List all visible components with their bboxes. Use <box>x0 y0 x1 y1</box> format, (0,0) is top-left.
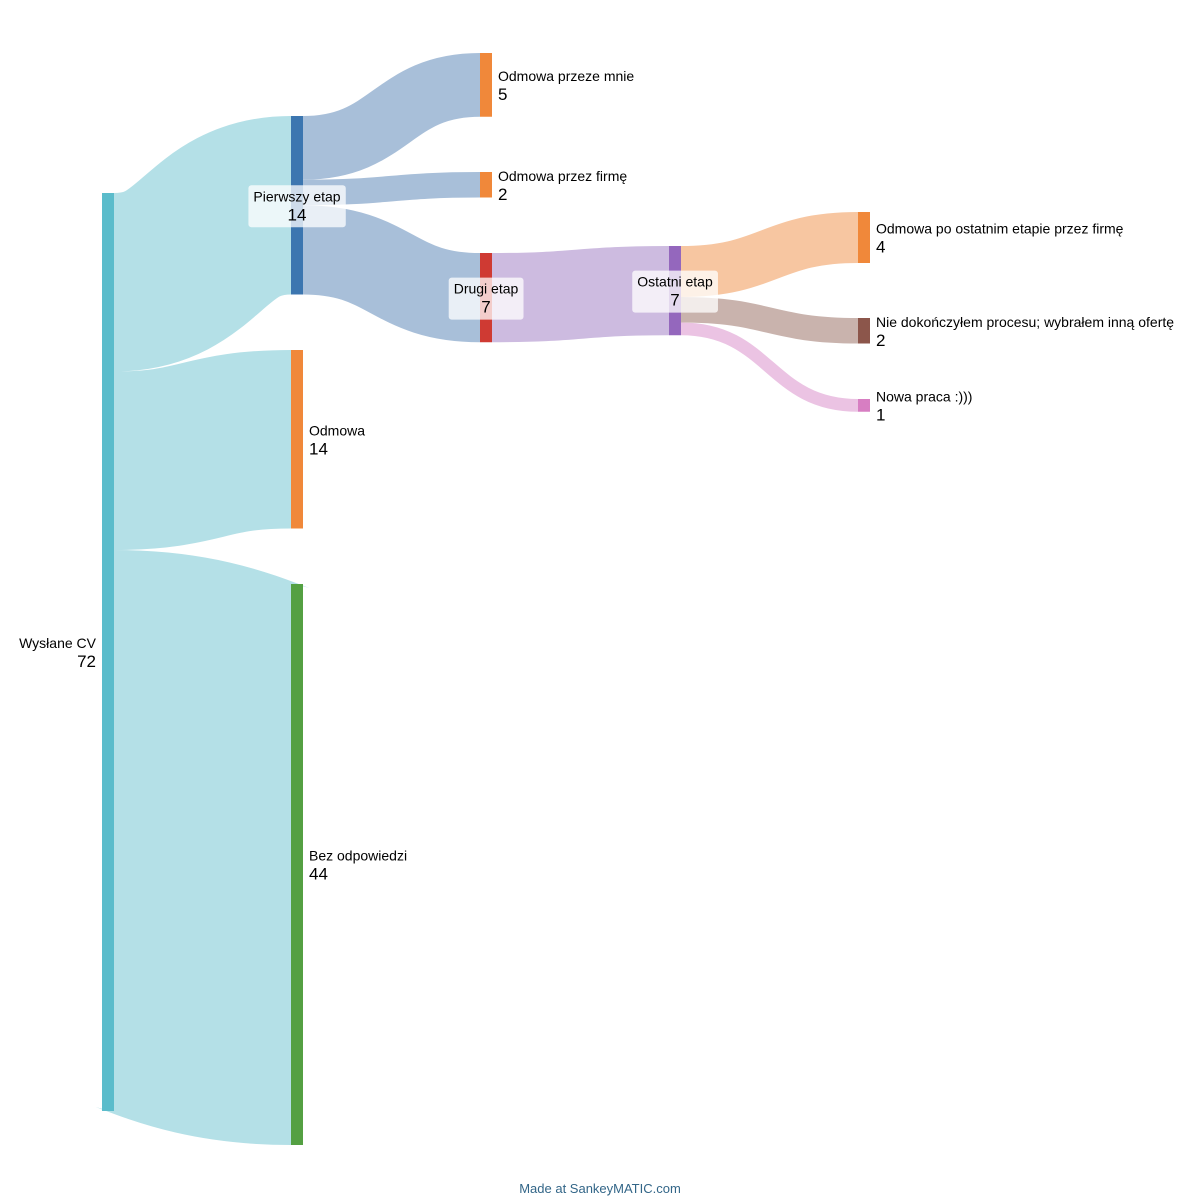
flows-layer <box>91 53 859 1145</box>
node-value: 1 <box>876 405 885 424</box>
flow-etap1-to-mnie[interactable] <box>301 53 482 180</box>
credit-link[interactable]: Made at SankeyMATIC.com <box>519 1181 681 1196</box>
node-name: Wysłane CV <box>19 635 97 651</box>
node-name: Odmowa przez firmę <box>498 168 627 184</box>
node-bez[interactable] <box>291 584 303 1145</box>
node-odmowa[interactable] <box>291 350 303 529</box>
flow-cv-to-odmowa[interactable] <box>112 350 293 550</box>
node-label-nowa: Nowa praca :)))1 <box>876 388 972 424</box>
node-value: 14 <box>309 439 328 458</box>
node-nie_dok[interactable] <box>858 318 870 344</box>
node-name: Odmowa <box>309 422 365 438</box>
node-value: 2 <box>498 185 507 204</box>
node-label-nie_dok: Nie dokończyłem procesu; wybrałem inną o… <box>876 314 1174 350</box>
node-value: 7 <box>670 291 679 310</box>
node-value: 14 <box>288 205 307 224</box>
node-value: 2 <box>876 331 885 350</box>
flow-ostatni-to-po_ost[interactable] <box>680 212 859 297</box>
nodes-layer <box>102 53 870 1145</box>
node-po_ost[interactable] <box>858 212 870 263</box>
node-mnie[interactable] <box>480 53 492 117</box>
label-backdrop <box>632 270 718 313</box>
node-name: Bez odpowiedzi <box>309 848 407 864</box>
node-name: Odmowa po ostatnim etapie przez firmę <box>876 221 1124 237</box>
flow-cv-to-bez[interactable] <box>91 550 314 1145</box>
node-cv[interactable] <box>102 193 114 1111</box>
node-name: Nowa praca :))) <box>876 388 972 404</box>
node-name: Nie dokończyłem procesu; wybrałem inną o… <box>876 314 1174 330</box>
node-name: Drugi etap <box>454 281 519 297</box>
label-backdrop <box>448 277 524 320</box>
node-firme[interactable] <box>480 172 492 198</box>
node-nowa[interactable] <box>858 399 870 412</box>
node-value: 5 <box>498 85 507 104</box>
node-value: 44 <box>309 865 328 884</box>
node-name: Odmowa przeze mnie <box>498 68 634 84</box>
flow-ostatni-to-nowa[interactable] <box>680 322 859 412</box>
node-value: 7 <box>481 298 490 317</box>
node-name: Pierwszy etap <box>253 188 340 204</box>
label-backdrop <box>248 185 346 228</box>
node-value: 72 <box>77 652 96 671</box>
node-value: 4 <box>876 238 885 257</box>
node-name: Ostatni etap <box>637 274 713 290</box>
